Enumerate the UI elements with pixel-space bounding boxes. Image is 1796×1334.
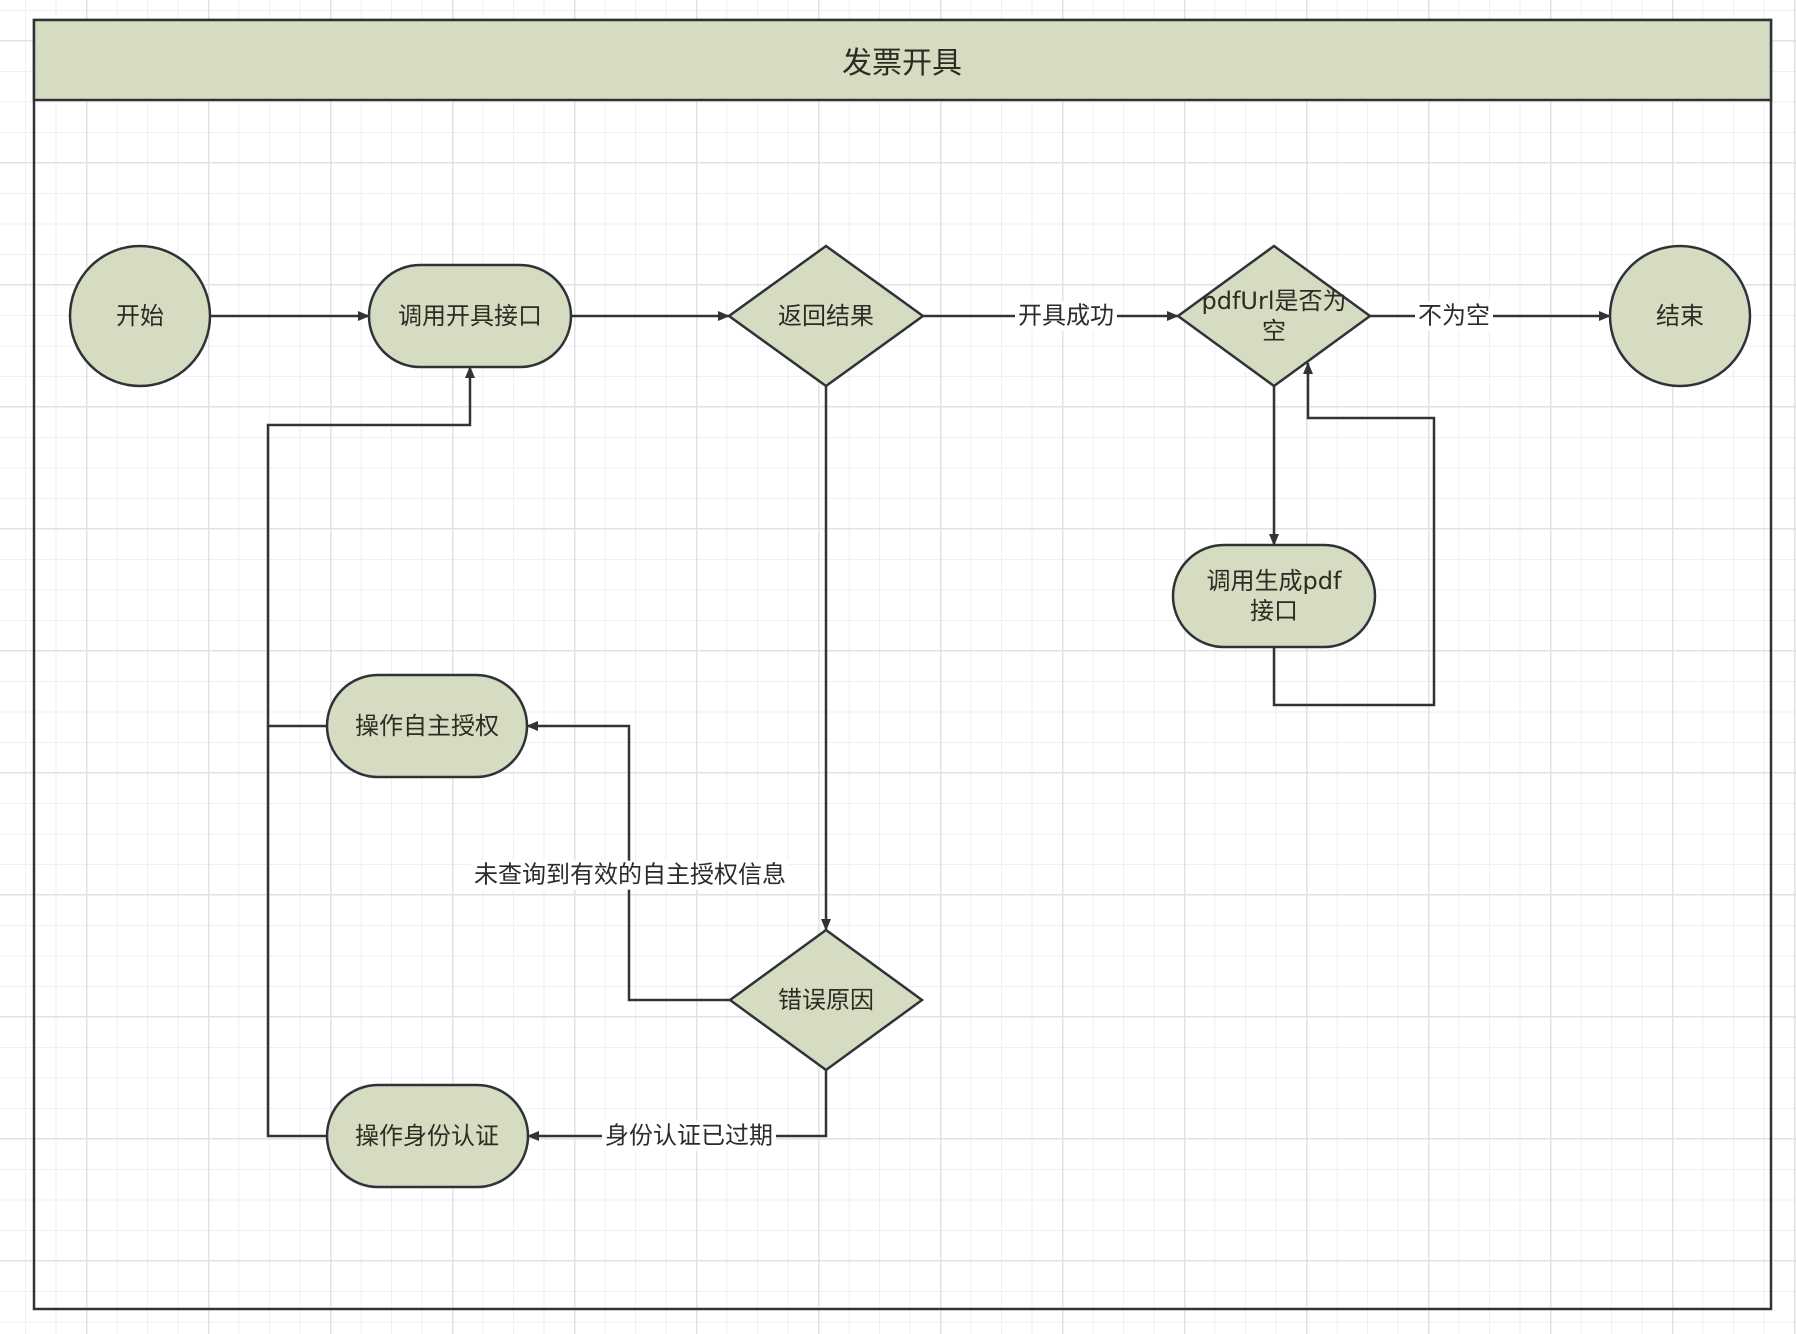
- node-self-auth-shape[interactable]: [325, 673, 529, 779]
- edge-label-issue-success: 开具成功: [1015, 301, 1117, 331]
- edge-identity-auth-to-loop: [266, 726, 327, 1138]
- node-end-label: 结束: [1656, 302, 1704, 330]
- edge-label-identity-expired: 身份认证已过期: [602, 1121, 776, 1151]
- edge-self-auth-to-call-issue: [266, 366, 475, 728]
- node-identity-auth-label: 操作身份认证: [355, 1122, 499, 1150]
- node-pdfurl-check-shape[interactable]: [1175, 244, 1373, 388]
- node-pdfurl-check-label-line2: 空: [1262, 317, 1286, 345]
- node-identity-auth-shape[interactable]: [325, 1083, 530, 1189]
- edge-label-no-valid-self-auth: 未查询到有效的自主授权信息: [471, 860, 789, 890]
- node-call-issue-api-shape[interactable]: [367, 263, 573, 369]
- pool-header: [32, 18, 1773, 102]
- node-call-issue-api-label: 调用开具接口: [398, 302, 542, 330]
- node-end-shape[interactable]: [1608, 244, 1752, 388]
- node-self-auth-label: 操作自主授权: [355, 712, 499, 740]
- node-error-reason-label: 错误原因: [778, 986, 874, 1014]
- node-call-gen-pdf-shape[interactable]: [1171, 543, 1377, 649]
- edge-gen-pdf-loop-to-pdfurl: [1272, 362, 1436, 707]
- node-pdfurl-check-label-line1: pdfUrl是否为: [1201, 287, 1347, 315]
- node-return-result-shape[interactable]: [726, 244, 926, 388]
- node-error-reason-shape[interactable]: [727, 928, 925, 1072]
- node-return-result-label: 返回结果: [778, 302, 874, 330]
- node-start-shape[interactable]: [68, 244, 212, 388]
- edge-label-not-empty: 不为空: [1415, 301, 1493, 331]
- node-start-label: 开始: [116, 302, 164, 330]
- node-pdfurl-check-label: pdfUrl是否为 空: [1201, 286, 1346, 346]
- pool-frame: [32, 18, 1773, 1311]
- node-call-gen-pdf-label-line1: 调用生成pdf: [1206, 567, 1342, 595]
- node-call-gen-pdf-label-line2: 接口: [1249, 597, 1298, 625]
- pool-title: 发票开具: [842, 46, 962, 81]
- node-call-gen-pdf-label: 调用生成pdf 接口: [1207, 566, 1342, 626]
